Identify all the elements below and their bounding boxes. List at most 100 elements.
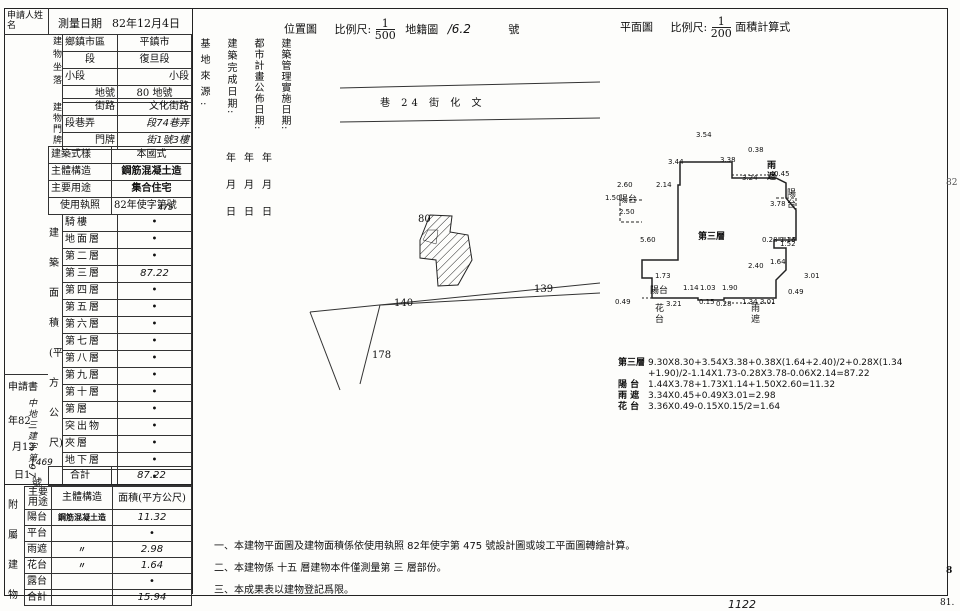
area-group-label: 建築面積(平方公尺) <box>48 216 63 478</box>
floor-row: 地面層• <box>62 231 192 249</box>
floor-row: 第七層• <box>62 333 192 351</box>
annex-area: 2.98 <box>112 541 192 558</box>
date-year-3: 年 <box>262 153 272 164</box>
location-label-0: 鄉鎮市區 <box>62 34 118 52</box>
land-suffix: 號 <box>508 22 520 36</box>
dimension-label: 0.15 <box>699 298 715 306</box>
app-no-label: 號 <box>32 478 42 489</box>
annex-group-char: 物 <box>8 590 18 601</box>
annex-struct: 鋼筋混凝土造 <box>51 509 113 526</box>
dimension-label: 2.14 <box>656 181 672 189</box>
date-month-1: 月 <box>226 180 236 191</box>
canopy-top-label: 雨遮 <box>765 160 775 182</box>
floor-area-value: • <box>117 350 192 368</box>
annex-row: 雨遮〃2.98 <box>24 541 192 558</box>
floor-plan-scale-num: 1 <box>711 16 731 28</box>
location-value-1: 復旦段 <box>117 51 192 69</box>
note-site-source: 基地來源: <box>198 38 209 112</box>
floor-area-value: • <box>117 214 192 232</box>
balcony-right-label: 陽台 <box>785 188 795 210</box>
floor-plan-scale-label: 比例尺: <box>670 20 708 34</box>
total-value: 87.22 <box>111 466 192 486</box>
note-urban-plan: 都市計畫公佈日期: <box>252 38 263 131</box>
formula-text: 9.30X8.30+3.54X3.38+0.38X(1.64+2.40)/2+0… <box>648 358 903 368</box>
parcel-139: 139 <box>534 284 554 295</box>
dimension-label: 0.49 <box>788 288 804 296</box>
document-frame <box>4 8 948 596</box>
balcony-left-outline <box>619 199 642 223</box>
location-value-0: 平鎮市 <box>117 34 192 52</box>
dimension-label: 1.90 <box>722 284 738 292</box>
dimension-label: 3.01 <box>804 272 820 280</box>
style-value: 本國式 <box>111 146 192 164</box>
date-col-1: 年月日 <box>226 145 236 226</box>
dimension-label: 2.40 <box>748 262 764 270</box>
door-label-0: 街路 <box>62 98 118 116</box>
dimension-label: 0.28 <box>762 236 778 244</box>
subject-parcel-left <box>422 229 439 245</box>
app-month: 月12 <box>12 442 35 453</box>
floor-row: 騎樓• <box>62 214 192 232</box>
structure-stamp: 鋼筋混凝土造 <box>111 163 192 181</box>
dimension-label: 0.45 <box>774 170 790 178</box>
floor-area-value: • <box>117 435 192 453</box>
door-table: 街路文化街路 段巷弄段74巷弄 門牌街1號3樓 <box>62 98 192 150</box>
street-name: 巷 24 街 化 文 <box>380 98 486 109</box>
subject-parcel <box>419 214 473 287</box>
margin-mark-hand: 1122 <box>728 598 756 611</box>
dimension-label: 1.14 <box>683 284 699 292</box>
dimension-label: 5.60 <box>640 236 656 244</box>
formula-tag: 花 台 <box>618 402 640 412</box>
annex-area: • <box>112 573 192 590</box>
land-no: /6.2 <box>447 21 471 36</box>
total-label: 合計 <box>48 466 112 486</box>
area-group-char: 面 <box>49 288 59 299</box>
date-day-1: 日 <box>226 207 236 218</box>
floor-row: 第十層• <box>62 384 192 402</box>
dimension-label: 0.38 <box>748 146 764 154</box>
use-stamp: 集合住宅 <box>111 180 192 198</box>
footnote-3: 三、本成果表以建物登記爲限。 <box>214 585 354 596</box>
floor-area-value: • <box>117 248 192 266</box>
formula-tag: 雨 遮 <box>618 391 640 401</box>
annex-row: 露台• <box>24 573 192 590</box>
canopy-top-outline <box>732 174 777 178</box>
location-map <box>309 81 600 391</box>
land-label: 地籍圖 <box>405 22 439 36</box>
annex-use: 陽台 <box>24 509 52 526</box>
floor-area-value: • <box>117 367 192 385</box>
area-group-char: 積 <box>49 318 59 329</box>
app-no-value: 1469 <box>30 458 53 468</box>
note-completion: 建築完成日期: <box>225 38 236 116</box>
date-notes: 基地來源: 建築完成日期: 都市計畫公佈日期: 建築管理實施日期: <box>196 38 292 218</box>
floor-name: 第五層 <box>62 299 118 317</box>
floor-area-value: • <box>117 231 192 249</box>
dimension-label: 1.73 <box>655 272 671 280</box>
road-edge-top <box>309 282 600 313</box>
date-day-3: 日 <box>262 207 272 218</box>
parcel-178: 178 <box>372 350 392 361</box>
floor-name: 第九層 <box>62 367 118 385</box>
location-scale-den: 500 <box>374 29 396 42</box>
floor-name: 第層 <box>62 401 118 419</box>
door-value-1: 段74巷弄 <box>117 115 192 133</box>
floor-label: 第三層 <box>698 232 726 242</box>
date-col-3: 年月日 <box>262 145 272 226</box>
road-edge-left <box>309 311 341 391</box>
area-group-char: 築 <box>49 258 59 269</box>
survey-date-value: 82年12月4日 <box>112 17 180 30</box>
date-month-2: 月 <box>244 180 254 191</box>
location-label-2: 小段 <box>62 68 118 86</box>
annex-struct: 〃 <box>51 557 113 574</box>
date-year-2: 年 <box>244 153 254 164</box>
floor-plan <box>619 161 797 304</box>
applicant-box: 申請人姓名 <box>4 8 49 35</box>
annex-row: 花台〃1.64 <box>24 557 192 574</box>
